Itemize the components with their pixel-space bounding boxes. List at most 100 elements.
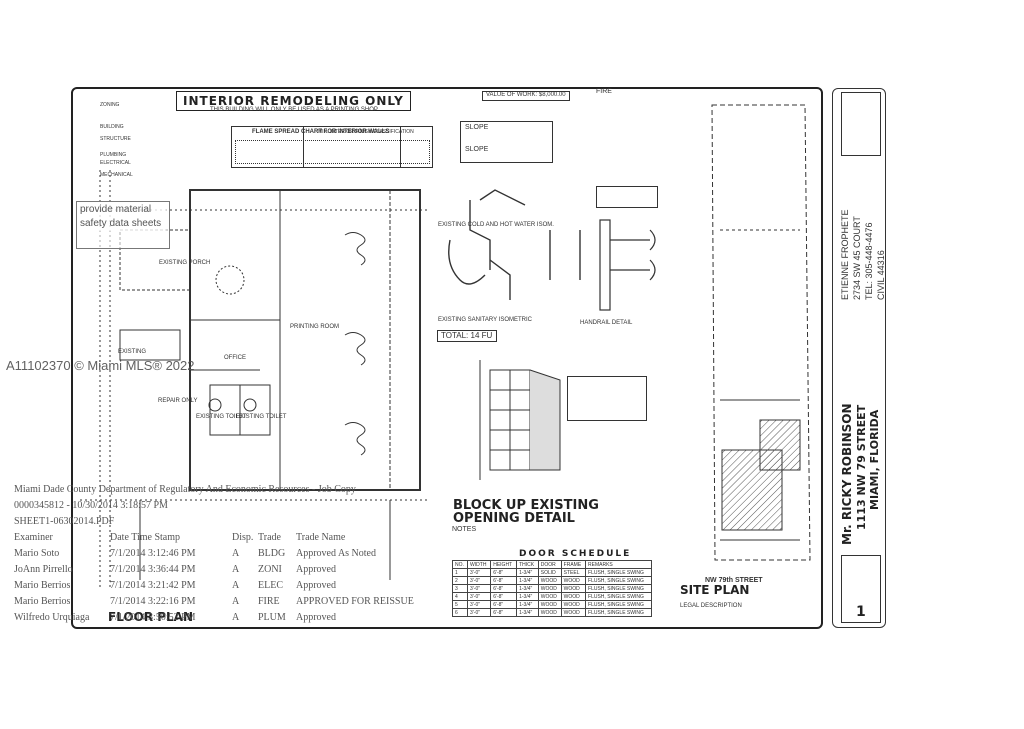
stamp-row-disp: A [232,548,240,559]
block-up-title-1: BLOCK UP EXISTING [453,498,599,513]
title-block [832,88,886,628]
stamp-row-date: 7/1/2014 3:36:44 PM [110,564,196,575]
value-of-work: VALUE OF WORK: $8,000.00 [486,92,566,98]
cell: 1-3/4" [516,584,539,593]
cell: WOOD [537,592,562,601]
cell: WOOD [560,592,587,601]
stamp-row-disp: A [232,580,240,591]
cell: 1-3/4" [516,608,539,617]
stamp-row-result: Approved [296,612,336,623]
cell: 3'-0" [467,592,492,601]
overlay-note: provide material safety data sheets [80,203,166,231]
owner-city: MIAMI, FLORIDA [868,409,881,510]
code-note-building: BUILDING [100,124,124,130]
cell: 6'-8" [490,600,518,609]
door-schedule-header: NO. WIDTH HEIGHT THICK DOOR FRAME REMARK… [451,560,652,569]
stamp-col-date: Date Time Stamp [110,532,181,543]
drawing-subtitle: THIS BUILDING WILL ONLY BE USED AS A PRI… [210,107,378,113]
drawing-sheet [71,87,823,629]
office-label: OFFICE [224,355,246,361]
cell: 3'-0" [467,600,492,609]
legal-description-label: LEGAL DESCRIPTION [680,603,742,609]
cell: FLUSH, SINGLE SWING [585,576,652,585]
code-note-electrical: ELECTRICAL [100,160,131,166]
sheet-info-box [841,555,881,623]
stamp-row-disp: A [232,564,240,575]
cell: 6'-8" [490,608,518,617]
cell: 6'-8" [490,576,518,585]
cold-hot-label: EXISTING COLD AND HOT WATER ISOM. [438,222,554,228]
total-fu: TOTAL: 14 FU [441,331,493,340]
cell: 2 [451,576,469,585]
stamp-sheet-line: SHEET1-06302014.PDF [14,516,115,527]
code-note-mechanical: MECHANICAL [100,172,133,178]
value-of-work-box [482,91,570,101]
sanitary-label: EXISTING SANITARY ISOMETRIC [438,317,533,323]
door-col-thick: THICK [516,560,539,569]
site-plan-drawing [711,104,811,561]
stamp-row-result: Approved As Noted [296,548,376,559]
cell: WOOD [537,584,562,593]
existing-toilet-2: EXISTING TOILET [236,414,287,420]
stamp-row-date: 7/1/2014 3:22:16 PM [110,596,196,607]
stamp-id-line: 0000345812 - 10/30/2014 3:18:57 PM [14,500,168,511]
cell: SOLID [537,568,562,577]
block-up-section [479,360,561,480]
cell: 6'-8" [490,568,518,577]
revision-box [841,92,881,156]
notes-label: NOTES [452,526,477,533]
cell: 3'-0" [467,608,492,617]
engineer-tel: TEL: 305-448-4476 [864,222,874,300]
cell: 5 [451,600,469,609]
min-finish-box [303,126,433,168]
slope-label-1: SLOPE [465,124,489,131]
flame-table-grid [235,140,430,164]
stamp-col-trade: Trade [258,532,281,543]
engineer-address: 2734 SW 45 COURT [852,216,862,300]
door-schedule-table: NO. WIDTH HEIGHT THICK DOOR FRAME REMARK… [451,560,652,617]
stamp-row-result: Approved [296,564,336,575]
stamp-header: Miami Dade County Department of Regulato… [14,484,356,495]
stamp-row-examiner: Wilfredo Urquiaga [14,612,90,623]
stamp-row-result: APPROVED FOR REISSUE [296,596,414,607]
cell: 4 [451,592,469,601]
door-col-height: HEIGHT [490,560,518,569]
cell: FLUSH, SINGLE SWING [585,592,652,601]
mls-watermark: A11102370 © Miami MLS® 2022 [6,358,195,373]
door-col-no: NO. [451,560,469,569]
block-up-title-2: OPENING DETAIL [453,511,575,526]
cell: WOOD [560,584,587,593]
stamp-row-disp: A [232,596,240,607]
door-schedule-title: DOOR SCHEDULE [519,549,632,559]
stamp-col-examiner: Examiner [14,532,53,543]
fire-label: FIRE [596,88,612,95]
code-note-zoning: ZONING [100,102,120,108]
stamp-row-trade: ELEC [258,580,283,591]
stamp-row-trade: PLUM [258,612,286,623]
cell: 3'-0" [467,584,492,593]
cell: WOOD [560,600,587,609]
slope-label-2: SLOPE [465,146,489,153]
stamp-col-disp: Disp. [232,532,254,543]
cell: WOOD [537,576,562,585]
stamp-row-trade: BLDG [258,548,286,559]
cell: FLUSH, SINGLE SWING [585,600,652,609]
printing-room-label: PRINTING ROOM [290,324,339,330]
cell: STEEL [560,568,587,577]
existing-label: EXISTING [118,349,147,355]
total-fu-box [437,330,497,342]
owner-name: Mr. RICKY ROBINSON [840,403,854,545]
min-finish-title: MIN. INTERIOR FINISH CLASSIFICATION [318,129,414,135]
code-note-structure: STRUCTURE [100,136,131,142]
site-plan-title: SITE PLAN [680,583,750,597]
cell: 1-3/4" [516,600,539,609]
stamp-row-examiner: Mario Soto [14,548,60,559]
cell: WOOD [560,576,587,585]
cell: 1-3/4" [516,568,539,577]
block-up-note-box [567,376,647,421]
